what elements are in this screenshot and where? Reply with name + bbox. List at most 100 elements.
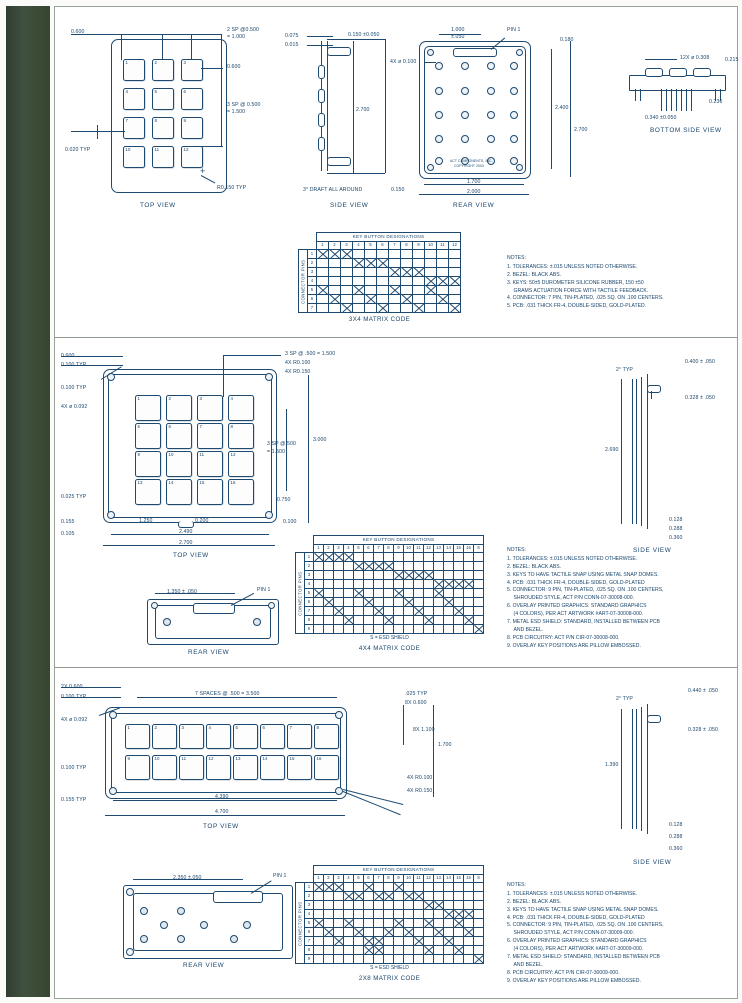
matrix-cell	[340, 267, 353, 277]
key-6[interactable]: 6	[260, 724, 285, 749]
dim-3sp-b: 3 SP @.500	[267, 441, 296, 447]
matrix-cell	[463, 945, 474, 955]
matrix-cell	[403, 918, 414, 928]
via-pad	[435, 135, 443, 143]
matrix-cell	[433, 624, 444, 634]
key-15[interactable]: 15	[287, 755, 312, 780]
matrix-cell	[353, 552, 364, 562]
matrix-cell-marked	[353, 561, 364, 571]
matrix-row: 2	[296, 891, 484, 901]
leader	[424, 62, 436, 63]
key-4[interactable]: 4	[123, 88, 145, 110]
matrix-cell	[473, 918, 484, 928]
key-4[interactable]: 4	[228, 395, 254, 421]
dim-0288: 0.288	[669, 834, 683, 840]
key-7[interactable]: 7	[287, 724, 312, 749]
key-2[interactable]: 2	[152, 724, 177, 749]
matrix-cell	[343, 954, 354, 964]
dim-3sp-500: 3 SP @ .500 = 1.500	[285, 351, 336, 357]
key-13[interactable]: 13	[233, 755, 258, 780]
key-3[interactable]: 3	[181, 59, 203, 81]
key-11[interactable]: 11	[197, 451, 223, 477]
key-10[interactable]: 10	[166, 451, 192, 477]
key-8[interactable]: 8	[152, 117, 174, 139]
via-pad	[435, 157, 443, 165]
matrix-cell-marked	[373, 945, 384, 955]
dim-4xr0100: 4X R0.100	[285, 360, 311, 366]
matrix-cell	[383, 552, 394, 562]
key-16[interactable]: 16	[314, 755, 339, 780]
key-16[interactable]: 16	[228, 479, 254, 505]
matrix-cell	[383, 579, 394, 589]
matrix-cell	[433, 597, 444, 607]
key-12[interactable]: 12	[181, 146, 203, 168]
key-8[interactable]: 8	[228, 423, 254, 449]
key-9[interactable]: 9	[135, 451, 161, 477]
matrix-cell-marked	[448, 276, 461, 286]
matrix-cell	[413, 945, 424, 955]
matrix-cell	[413, 561, 424, 571]
key-10[interactable]: 10	[123, 146, 145, 168]
key-5[interactable]: 5	[152, 88, 174, 110]
matrix-cell	[393, 615, 404, 625]
matrix-cell	[443, 882, 454, 892]
key-10[interactable]: 10	[152, 755, 177, 780]
key-3[interactable]: 3	[197, 395, 223, 421]
key-1[interactable]: 1	[125, 724, 150, 749]
key-1[interactable]: 1	[135, 395, 161, 421]
key-12[interactable]: 12	[206, 755, 231, 780]
key-7[interactable]: 7	[123, 117, 145, 139]
matrix-cell-marked	[316, 285, 329, 295]
key-14[interactable]: 14	[260, 755, 285, 780]
matrix-cell	[413, 624, 424, 634]
matrix-cell	[313, 891, 324, 901]
note-line: (4 COLORS), PER ACT ARTWORK #ART-07-3000…	[513, 611, 644, 618]
dim-0400: 0.400 ± .050	[685, 359, 716, 365]
key-6[interactable]: 6	[166, 423, 192, 449]
key-11[interactable]: 11	[179, 755, 204, 780]
key-9[interactable]: 9	[125, 755, 150, 780]
key-2[interactable]: 2	[152, 59, 174, 81]
key-1[interactable]: 1	[123, 59, 145, 81]
key-6[interactable]: 6	[181, 88, 203, 110]
pin	[681, 89, 682, 111]
matrix-cell	[433, 945, 444, 955]
dim-2400: 2.400	[555, 105, 569, 111]
matrix-cell	[328, 303, 341, 313]
matrix-cell	[353, 909, 364, 919]
key-12[interactable]: 12	[228, 451, 254, 477]
matrix-cell-marked	[433, 900, 444, 910]
dim-line-v	[286, 409, 287, 491]
key-13[interactable]: 13	[135, 479, 161, 505]
key-11[interactable]: 11	[152, 146, 174, 168]
dim-1390: 1.390	[605, 762, 619, 768]
matrix-cell	[433, 918, 444, 928]
connector-header	[453, 48, 497, 57]
key-7[interactable]: 7	[197, 423, 223, 449]
key-4[interactable]: 4	[206, 724, 231, 749]
matrix-cell	[343, 882, 354, 892]
key-5[interactable]: 5	[135, 423, 161, 449]
outline	[385, 39, 386, 173]
key-5[interactable]: 5	[233, 724, 258, 749]
matrix-cell-marked	[363, 936, 374, 946]
matrix-cell-marked	[363, 882, 374, 892]
outline	[641, 707, 642, 831]
matrix-col-header: 11	[413, 874, 424, 883]
key-2[interactable]: 2	[166, 395, 192, 421]
key-14[interactable]: 14	[166, 479, 192, 505]
matrix-cell	[388, 258, 401, 268]
via-pad	[487, 62, 495, 70]
key-9[interactable]: 9	[181, 117, 203, 139]
matrix-cell	[433, 552, 444, 562]
matrix-cell	[363, 588, 374, 598]
matrix-cell-marked	[313, 588, 324, 598]
matrix-cell	[473, 891, 484, 901]
key-3[interactable]: 3	[179, 724, 204, 749]
matrix-pin-label: 2	[307, 258, 317, 268]
matrix-pin-label: 2	[304, 561, 314, 571]
dim-0328: 0.328 ± .050	[688, 727, 719, 733]
matrix-col-header: 8	[400, 241, 413, 250]
key-15[interactable]: 15	[197, 479, 223, 505]
key-8[interactable]: 8	[314, 724, 339, 749]
